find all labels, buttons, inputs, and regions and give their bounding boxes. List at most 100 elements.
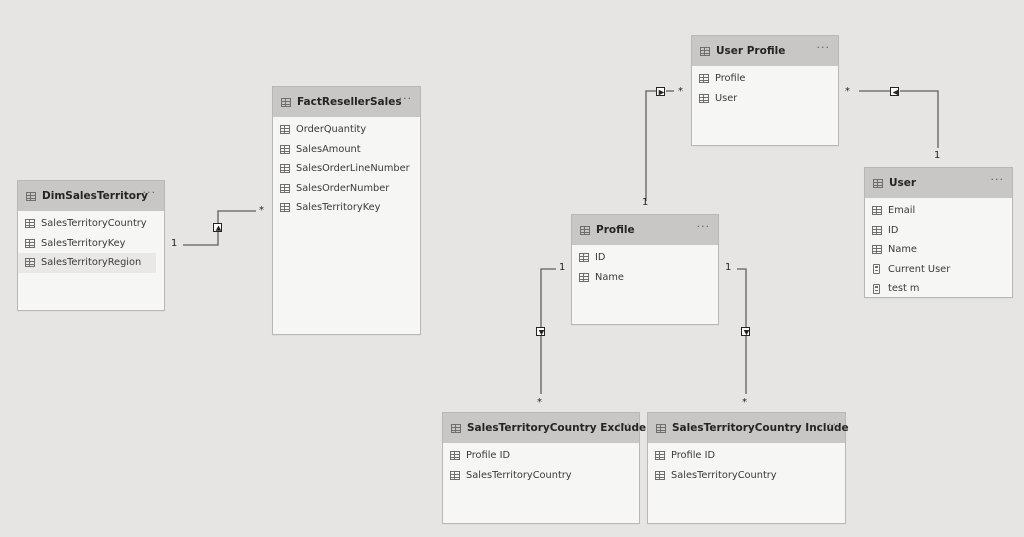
table-card-userprofile[interactable]: User Profile ··· Profile User	[691, 35, 839, 146]
cardinality-many-label: *	[259, 205, 264, 216]
column-icon	[280, 144, 290, 154]
column-icon	[450, 470, 460, 480]
table-card-salesterritorycountry-include[interactable]: SalesTerritoryCountry Include ··· Profil…	[647, 412, 849, 524]
column-icon	[579, 253, 589, 263]
more-options-icon[interactable]: ···	[142, 186, 156, 199]
field-name: ID	[888, 224, 899, 236]
table-card-salesterritorycountry-exclude[interactable]: SalesTerritoryCountry Exclude ··· Profil…	[442, 412, 646, 524]
table-title: Profile	[596, 224, 635, 236]
field-row[interactable]: Current User	[865, 260, 1012, 280]
column-icon	[25, 238, 35, 248]
table-card-factresellersales[interactable]: FactResellerSales ··· OrderQuantity Sale…	[272, 86, 421, 335]
field-name: Profile	[715, 73, 746, 85]
field-row[interactable]: Profile	[692, 69, 838, 89]
field-name: test m	[888, 283, 920, 295]
table-card-header[interactable]: User Profile ···	[692, 36, 838, 66]
more-options-icon[interactable]: ···	[823, 418, 837, 431]
table-card-header[interactable]: SalesTerritoryCountry Exclude ···	[443, 413, 646, 443]
field-name: Name	[888, 244, 917, 256]
table-card-profile[interactable]: Profile ··· ID Name	[571, 214, 719, 325]
cardinality-one-label: 1	[725, 262, 732, 273]
field-row[interactable]: ID	[865, 221, 1012, 241]
column-icon	[280, 203, 290, 213]
table-card-dimsalesterritory[interactable]: DimSalesTerritory ··· SalesTerritoryCoun…	[17, 180, 165, 311]
more-options-icon[interactable]: ···	[696, 220, 710, 233]
field-name: SalesOrderNumber	[296, 182, 390, 194]
field-name: SalesAmount	[296, 143, 361, 155]
table-card-header[interactable]: DimSalesTerritory ···	[18, 181, 164, 211]
field-row[interactable]: SalesTerritoryCountry	[443, 466, 639, 486]
field-name: SalesTerritoryCountry	[466, 469, 572, 481]
field-name: SalesTerritoryRegion	[41, 257, 142, 269]
filter-direction-left-icon	[890, 87, 899, 96]
field-name: ID	[595, 252, 606, 264]
table-icon	[580, 225, 590, 235]
field-name: Name	[595, 271, 624, 283]
field-row[interactable]: SalesTerritoryKey	[18, 234, 164, 254]
column-icon	[655, 470, 665, 480]
table-icon	[873, 178, 883, 188]
field-row[interactable]: User	[692, 89, 838, 109]
column-icon	[699, 74, 709, 84]
field-row[interactable]: SalesTerritoryCountry	[648, 466, 845, 486]
column-icon	[280, 164, 290, 174]
more-options-icon[interactable]: ···	[398, 92, 412, 105]
table-icon	[656, 423, 666, 433]
field-row[interactable]: ID	[572, 248, 718, 268]
column-icon	[872, 245, 882, 255]
field-name: SalesTerritoryCountry	[41, 218, 147, 230]
filter-direction-down-icon	[741, 327, 750, 336]
relationship-line-user-userprofile	[859, 90, 939, 148]
column-icon	[699, 93, 709, 103]
measure-icon	[873, 283, 880, 294]
field-row[interactable]: OrderQuantity	[273, 120, 420, 140]
table-icon	[451, 423, 461, 433]
table-card-header[interactable]: SalesTerritoryCountry Include ···	[648, 413, 849, 443]
table-title: DimSalesTerritory	[42, 190, 148, 202]
field-row[interactable]: Name	[572, 268, 718, 288]
field-row[interactable]: SalesOrderNumber	[273, 179, 420, 199]
field-row[interactable]: SalesOrderLineNumber	[273, 159, 420, 179]
column-icon	[280, 183, 290, 193]
field-row-hovered[interactable]: SalesTerritoryRegion	[18, 253, 156, 273]
field-row[interactable]: test m	[865, 279, 1012, 299]
field-name: User	[715, 92, 738, 104]
relationship-line-profile-include	[737, 268, 747, 394]
cardinality-many-label: *	[678, 86, 683, 97]
field-row[interactable]: Profile ID	[648, 446, 845, 466]
field-row[interactable]: Email	[865, 201, 1012, 221]
column-icon	[450, 451, 460, 461]
table-card-header[interactable]: User ···	[865, 168, 1012, 198]
field-row[interactable]: SalesAmount	[273, 140, 420, 160]
table-icon	[700, 46, 710, 56]
field-row[interactable]: SalesTerritoryKey	[273, 198, 420, 218]
filter-direction-right-icon	[656, 87, 665, 96]
cardinality-many-label: *	[845, 86, 850, 97]
table-card-header[interactable]: Profile ···	[572, 215, 718, 245]
table-icon	[281, 97, 291, 107]
table-card-user[interactable]: User ··· Email ID Name Current User test…	[864, 167, 1013, 298]
table-title: User Profile	[716, 45, 786, 57]
cardinality-many-label: *	[537, 397, 542, 408]
field-row[interactable]: Name	[865, 240, 1012, 260]
more-options-icon[interactable]: ···	[816, 41, 830, 54]
table-card-header[interactable]: FactResellerSales ···	[273, 87, 420, 117]
column-icon	[872, 206, 882, 216]
cardinality-one-label: 1	[642, 197, 649, 208]
field-name: Current User	[888, 263, 951, 275]
more-options-icon[interactable]: ···	[990, 173, 1004, 186]
table-title: SalesTerritoryCountry Exclude	[467, 422, 647, 434]
field-row[interactable]: SalesTerritoryCountry	[18, 214, 164, 234]
measure-icon	[873, 264, 880, 275]
field-name: Profile ID	[671, 450, 716, 462]
cardinality-one-label: 1	[934, 150, 941, 161]
field-name: SalesOrderLineNumber	[296, 163, 410, 175]
field-name: OrderQuantity	[296, 124, 367, 136]
column-icon	[872, 225, 882, 235]
more-options-icon[interactable]: ···	[617, 418, 631, 431]
field-row[interactable]: Profile ID	[443, 446, 639, 466]
table-icon	[26, 191, 36, 201]
column-icon	[25, 219, 35, 229]
